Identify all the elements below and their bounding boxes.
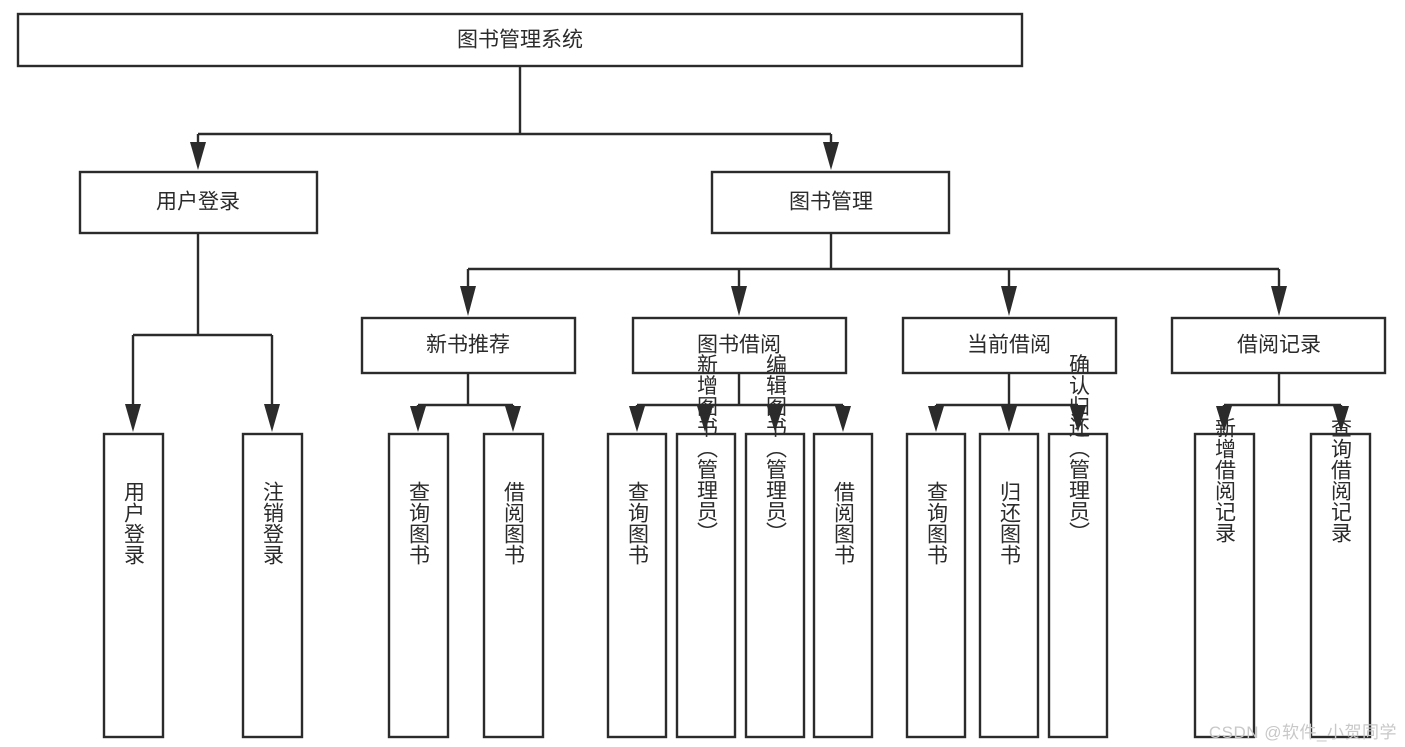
leaf-user-login-1[interactable]: 用户登录 [102, 432, 165, 739]
arrow-head-level3-2 [731, 286, 747, 316]
node-root[interactable]: 图书管理系统 [16, 12, 1024, 68]
leaf-borrow-record-2-box[interactable] [1309, 432, 1372, 739]
leaf-current-borrow-2[interactable]: 归还图书 [978, 432, 1040, 739]
leaf-book-borrow-2-box[interactable] [675, 432, 737, 739]
leaf-borrow-record-2-label: 查询借阅记录 [1329, 417, 1353, 543]
leaf-book-borrow-3-box[interactable] [744, 432, 806, 739]
arrow-head-newbook-child-1 [410, 406, 426, 432]
arrow-head-bookmgmt [823, 142, 839, 170]
leaf-new-book-1-box[interactable] [387, 432, 450, 739]
leaf-book-borrow-2[interactable]: 新增图书（管理员） [675, 354, 737, 739]
node-book-borrow-label: 图书借阅 [697, 334, 781, 357]
connector-group-root [190, 65, 839, 170]
node-current-borrow-label: 当前借阅 [967, 334, 1051, 357]
arrow-head-userlogin-child-2 [264, 404, 280, 432]
leaf-book-borrow-1-box[interactable] [606, 432, 668, 739]
leaf-current-borrow-1-label: 查询图书 [925, 481, 949, 565]
node-book-management-box[interactable] [710, 170, 951, 235]
connector-group-bookmgmt [460, 233, 1287, 316]
node-root-label: 图书管理系统 [457, 29, 583, 52]
leaf-book-borrow-3-label: 编辑图书（管理员） [764, 354, 788, 543]
arrow-head-bookborrow-child-4 [835, 406, 851, 432]
node-borrow-record[interactable]: 借阅记录 [1170, 316, 1387, 375]
leaf-book-borrow-4-label: 借阅图书 [832, 481, 856, 565]
leaf-borrow-record-1-label: 新增借阅记录 [1213, 417, 1237, 543]
arrow-head-borrowrecord-child-1 [1216, 406, 1232, 432]
leaf-current-borrow-1[interactable]: 查询图书 [905, 432, 967, 739]
connector-group-bookborrow [629, 373, 851, 432]
node-book-borrow-box[interactable] [631, 316, 848, 375]
leaf-user-login-1-label: 用户登录 [122, 481, 146, 565]
node-book-borrow[interactable]: 图书借阅 [631, 316, 848, 375]
node-current-borrow-box[interactable] [901, 316, 1118, 375]
arrow-head-bookborrow-child-3 [767, 406, 783, 432]
node-book-management[interactable]: 图书管理 [710, 170, 951, 235]
leaf-book-borrow-3[interactable]: 编辑图书（管理员） [744, 354, 806, 739]
leaf-user-login-2-label: 注销登录 [261, 481, 285, 565]
arrow-head-currentborrow-child-2 [1001, 406, 1017, 432]
arrow-head-currentborrow-child-1 [928, 406, 944, 432]
arrow-head-newbook-child-2 [505, 406, 521, 432]
arrow-head-level3-3 [1001, 286, 1017, 316]
leaf-new-book-2-label: 借阅图书 [502, 481, 526, 565]
node-new-book-recommend-box[interactable] [360, 316, 577, 375]
leaf-book-borrow-4[interactable]: 借阅图书 [812, 432, 874, 739]
leaf-current-borrow-2-box[interactable] [978, 432, 1040, 739]
leaf-new-book-2[interactable]: 借阅图书 [482, 432, 545, 739]
csdn-watermark: CSDN @软件_小贺同学 [1208, 723, 1397, 742]
arrow-head-level3-4 [1271, 286, 1287, 316]
arrow-head-level3-1 [460, 286, 476, 316]
node-root-box[interactable] [16, 12, 1024, 68]
connector-group-userlogin [125, 233, 280, 432]
leaf-user-login-2-box[interactable] [241, 432, 304, 739]
node-new-book-recommend-label: 新书推荐 [426, 334, 510, 357]
leaf-user-login-1-box[interactable] [102, 432, 165, 739]
node-borrow-record-label: 借阅记录 [1237, 334, 1321, 357]
leaf-user-login-2[interactable]: 注销登录 [241, 432, 304, 739]
arrow-head-userlogin [190, 142, 206, 170]
node-user-login[interactable]: 用户登录 [78, 170, 319, 235]
arrow-head-bookborrow-child-2 [697, 406, 713, 432]
leaf-current-borrow-3-box[interactable] [1047, 432, 1109, 739]
leaf-new-book-1[interactable]: 查询图书 [387, 432, 450, 739]
node-current-borrow[interactable]: 当前借阅 [901, 316, 1118, 375]
leaf-current-borrow-3-label: 确认归还（管理员） [1067, 354, 1091, 543]
leaf-new-book-1-label: 查询图书 [407, 481, 431, 565]
leaf-borrow-record-1-box[interactable] [1193, 432, 1256, 739]
leaf-book-borrow-1[interactable]: 查询图书 [606, 432, 668, 739]
connector-group-currentborrow [928, 373, 1086, 432]
leaf-current-borrow-2-label: 归还图书 [998, 481, 1022, 565]
node-book-management-label: 图书管理 [789, 191, 873, 214]
leaf-new-book-2-box[interactable] [482, 432, 545, 739]
node-borrow-record-box[interactable] [1170, 316, 1387, 375]
arrow-head-userlogin-child-1 [125, 404, 141, 432]
node-user-login-box[interactable] [78, 170, 319, 235]
leaf-current-borrow-3[interactable]: 确认归还（管理员） [1047, 354, 1109, 739]
leaf-book-borrow-2-label: 新增图书（管理员） [695, 354, 719, 543]
node-user-login-label: 用户登录 [156, 191, 240, 214]
arrow-head-bookborrow-child-1 [629, 406, 645, 432]
leaf-current-borrow-1-box[interactable] [905, 432, 967, 739]
node-new-book-recommend[interactable]: 新书推荐 [360, 316, 577, 375]
leaf-borrow-record-1[interactable]: 新增借阅记录 [1193, 417, 1256, 739]
arrow-head-currentborrow-child-3 [1070, 406, 1086, 432]
connector-group-newbook [410, 373, 521, 432]
arrow-head-borrowrecord-child-2 [1333, 406, 1349, 432]
connector-group-borrowrecord [1216, 373, 1349, 432]
leaf-book-borrow-1-label: 查询图书 [626, 481, 650, 565]
leaf-book-borrow-4-box[interactable] [812, 432, 874, 739]
leaf-borrow-record-2[interactable]: 查询借阅记录 [1309, 417, 1372, 739]
